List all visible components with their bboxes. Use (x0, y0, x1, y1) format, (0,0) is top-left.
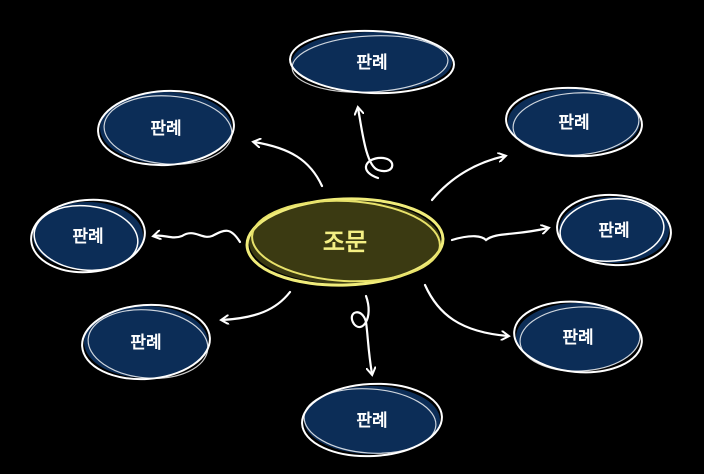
node-top: 판례 (289, 29, 455, 95)
arrow-to-lower-right (423, 283, 508, 336)
connector-arrows (154, 108, 548, 374)
node-lower-right: 판례 (513, 300, 643, 374)
arrow-to-lower-left (222, 290, 292, 320)
node-label-upper-right: 판례 (558, 113, 589, 133)
center-node: 조문 (245, 197, 445, 287)
arrow-to-right (450, 228, 548, 242)
node-label-lower-right: 판례 (562, 328, 593, 348)
node-label-upper-left: 판례 (150, 119, 181, 139)
node-label-bottom: 판례 (356, 411, 387, 431)
node-right: 판례 (556, 193, 672, 267)
node-label-top: 판례 (356, 53, 387, 73)
node-label-lower-left: 판례 (130, 333, 161, 353)
center-label: 조문 (323, 228, 367, 256)
node-upper-right: 판례 (505, 86, 643, 158)
arrow-to-upper-right (430, 156, 505, 202)
arrow-to-top (358, 108, 394, 180)
node-lower-left: 판례 (81, 303, 211, 381)
node-bottom: 판례 (301, 382, 443, 458)
arrow-to-bottom (350, 294, 372, 374)
arrow-to-left (154, 229, 242, 244)
node-label-right: 판례 (598, 221, 629, 241)
node-upper-left: 판례 (97, 89, 235, 167)
node-label-left: 판례 (72, 227, 103, 247)
node-left: 판례 (30, 198, 146, 274)
arrow-to-upper-left (254, 142, 324, 188)
